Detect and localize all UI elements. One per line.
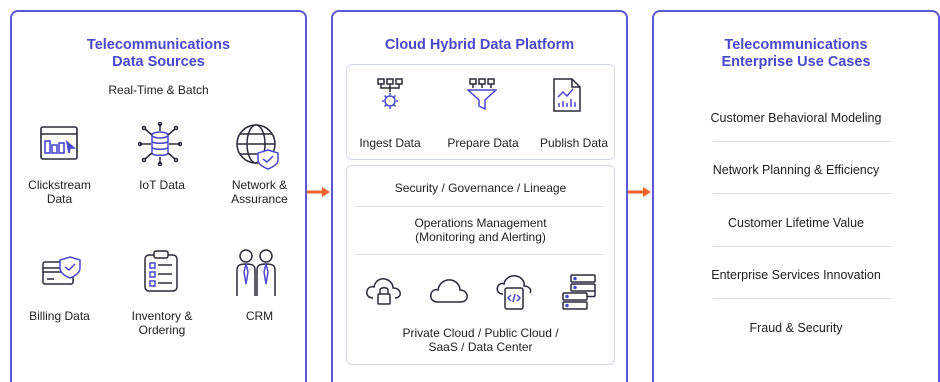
clickstream-icon <box>40 126 78 162</box>
clickstream-label: Clickstream Data <box>12 178 107 206</box>
data-sources-title: Telecommunications Data Sources <box>12 37 305 71</box>
divider <box>713 141 891 142</box>
use-case-item: Network Planning & Efficiency <box>712 163 880 177</box>
chart-document-icon <box>553 78 581 112</box>
use-case-item: Enterprise Services Innovation <box>711 268 881 282</box>
use-cases-title: Telecommunications Enterprise Use Cases <box>654 37 938 71</box>
pipeline-box: Ingest Data Prepare Data Publish Data <box>346 64 615 160</box>
data-sources-title-line2: Data Sources <box>112 54 205 70</box>
ingest-data-label: Ingest Data <box>359 136 421 150</box>
data-sources-panel: Telecommunications Data Sources Real-Tim… <box>10 10 307 382</box>
use-case-item: Fraud & Security <box>749 321 843 335</box>
operations-management-label: Operations Management (Monitoring and Al… <box>347 216 614 244</box>
network-assurance-label-line2: Assurance <box>231 192 288 206</box>
clickstream-label-line2: Data <box>46 192 73 206</box>
clipboard-list-icon <box>143 250 179 292</box>
divider <box>356 206 603 207</box>
iot-icon <box>138 122 182 166</box>
billing-label: Billing Data <box>29 309 90 323</box>
iot-label: IoT Data <box>139 178 185 192</box>
inventory-label-line1: Inventory & <box>131 309 193 323</box>
data-platform-panel: Cloud Hybrid Data Platform Ingest Data P… <box>331 10 628 382</box>
deployment-options-label: Private Cloud / Public Cloud / SaaS / Da… <box>347 326 614 354</box>
divider <box>356 254 603 255</box>
inventory-label-line2: Ordering <box>138 323 186 337</box>
publish-data-label: Publish Data <box>539 136 609 150</box>
operations-management-line2: (Monitoring and Alerting) <box>415 230 546 244</box>
deployment-options-line1: Private Cloud / Public Cloud / <box>402 326 559 340</box>
data-sources-title-line1: Telecommunications <box>86 37 231 53</box>
security-governance-label: Security / Governance / Lineage <box>394 181 567 195</box>
divider <box>713 246 891 247</box>
data-platform-title: Cloud Hybrid Data Platform <box>384 37 575 53</box>
billing-card-icon <box>42 254 82 294</box>
arrow-icon <box>307 185 333 197</box>
clickstream-label-line1: Clickstream <box>28 178 91 192</box>
divider <box>713 193 891 194</box>
use-cases-title-line2: Enterprise Use Cases <box>721 54 871 70</box>
inventory-label: Inventory & Ordering <box>112 309 212 337</box>
ingest-gear-icon <box>376 78 404 110</box>
use-cases-title-line1: Telecommunications <box>724 37 868 53</box>
use-cases-panel: Telecommunications Enterprise Use Cases … <box>652 10 940 382</box>
use-case-item: Customer Lifetime Value <box>728 216 864 230</box>
prepare-data-label: Prepare Data <box>447 136 519 150</box>
operations-management-line1: Operations Management <box>414 216 547 230</box>
real-time-batch-label: Real-Time & Batch <box>108 83 209 97</box>
saas-code-icon <box>495 274 533 310</box>
crm-label: CRM <box>245 309 274 323</box>
private-cloud-lock-icon <box>365 274 403 306</box>
network-globe-icon <box>234 122 282 170</box>
divider <box>713 298 891 299</box>
platform-services-box: Security / Governance / Lineage Operatio… <box>346 165 615 365</box>
public-cloud-icon <box>429 276 469 304</box>
data-center-server-icon <box>561 274 599 310</box>
people-icon <box>234 248 278 298</box>
network-assurance-label-line1: Network & <box>231 178 288 192</box>
arrow-icon <box>628 185 654 197</box>
funnel-icon <box>467 78 497 110</box>
deployment-options-line2: SaaS / Data Center <box>428 340 533 354</box>
use-case-item: Customer Behavioral Modeling <box>710 111 882 125</box>
network-assurance-label: Network & Assurance <box>212 178 307 206</box>
